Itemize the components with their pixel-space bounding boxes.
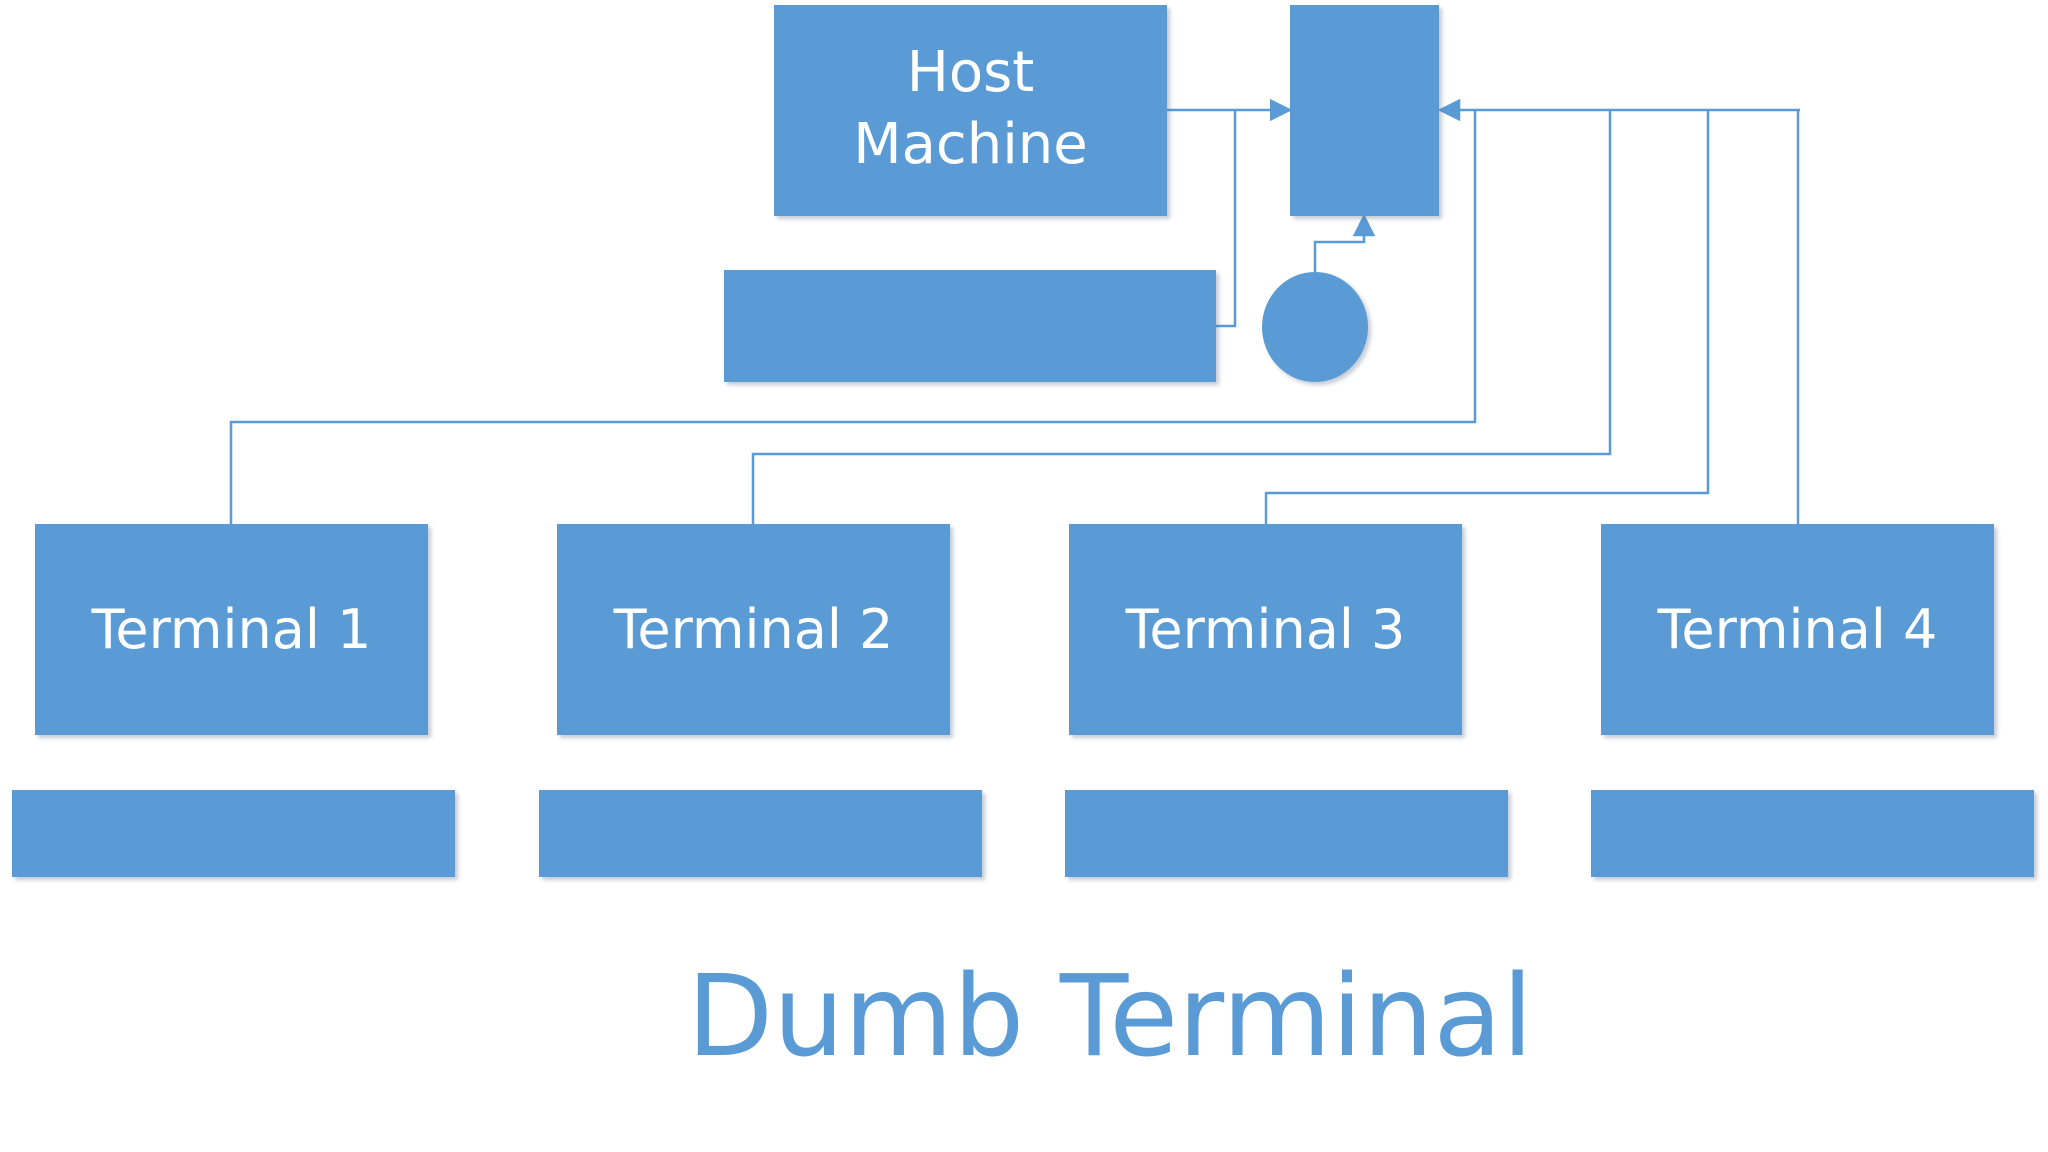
terminal-3-box: Terminal 3: [1069, 524, 1462, 735]
host-keyboard-box: [724, 270, 1216, 382]
terminal-3-line: [1264, 110, 1710, 524]
terminal-1-box: Terminal 1: [35, 524, 428, 735]
terminal-1-keyboard: [12, 790, 455, 877]
host-machine-label: Host Machine: [853, 40, 1088, 177]
host-machine-box: Host Machine: [774, 5, 1167, 216]
terminal-3-keyboard: [1065, 790, 1508, 877]
terminal-2-line: [751, 110, 1612, 524]
terminal-4-label: Terminal 4: [1657, 598, 1938, 661]
terminal-1-label: Terminal 1: [91, 598, 372, 661]
terminal-4-box: Terminal 4: [1601, 524, 1994, 735]
terminal-3-label: Terminal 3: [1125, 598, 1406, 661]
mouse-to-hub-line: [1313, 213, 1376, 272]
terminal-2-keyboard: [539, 790, 982, 877]
terminal-1-line: [229, 110, 1477, 524]
terminal-2-box: Terminal 2: [557, 524, 950, 735]
diagram-caption: Dumb Terminal: [686, 952, 1534, 1082]
mouse-circle: [1262, 272, 1368, 382]
terminal-2-label: Terminal 2: [613, 598, 894, 661]
terminal-4-keyboard: [1591, 790, 2034, 877]
hub-box: [1290, 5, 1439, 216]
host-keyboard-to-hub-line: [1215, 110, 1237, 328]
